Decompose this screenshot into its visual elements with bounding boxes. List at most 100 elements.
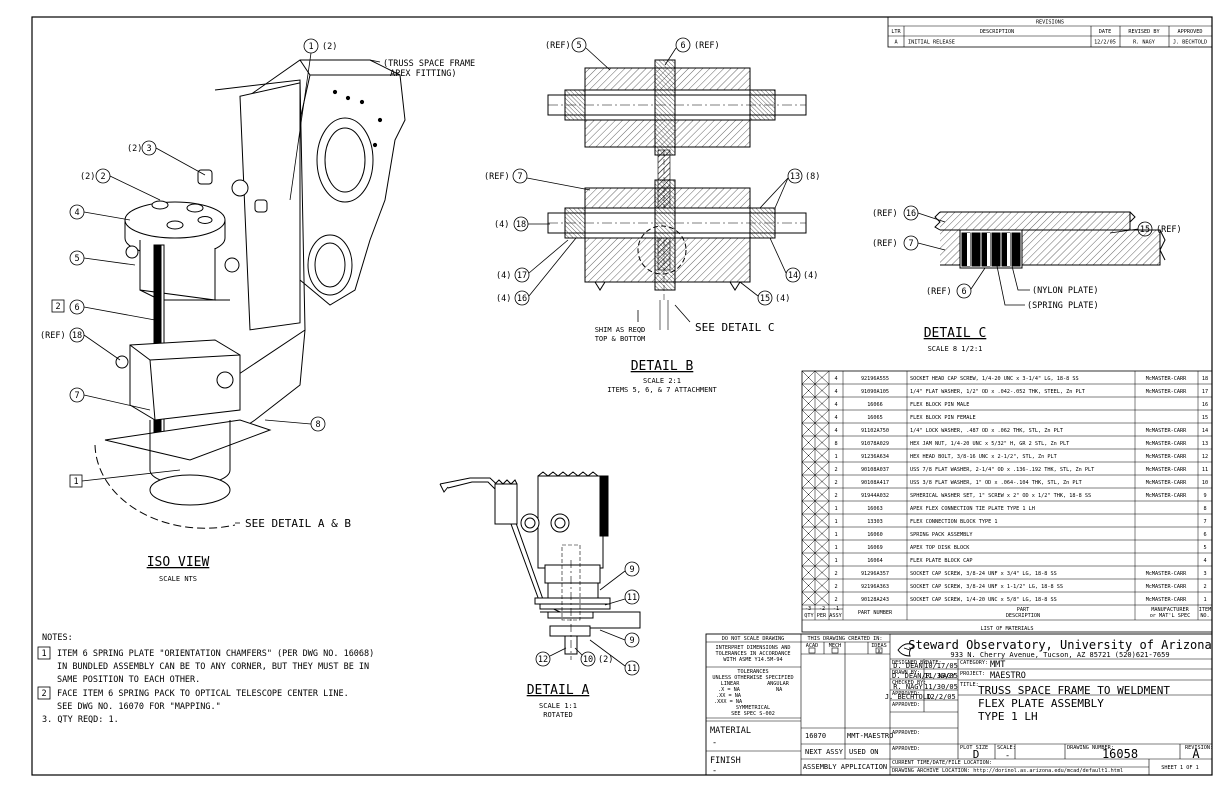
detail-a-callout-11a: 11 <box>627 593 637 603</box>
bom-header-part: PART NUMBER <box>858 610 893 616</box>
bom-row-3-desc: FLEX BLOCK PIN MALE <box>910 402 969 408</box>
detail-a-callout-9a: 9 <box>629 565 634 575</box>
bom-row-7-item: 12 <box>1202 454 1208 460</box>
note-1-line-2: IN BUNDLED ASSEMBLY CAN BE TO ANY CORNER… <box>57 662 369 672</box>
detail-c-title: DETAIL C <box>924 326 987 341</box>
tb-tol-x: .X = NA <box>718 687 741 693</box>
bom-row-17-desc: SOCKET CAP SCREW, 3/8-24 UNF x 1-1/2" LG… <box>910 584 1063 590</box>
bom-row-1-item: 18 <box>1202 376 1208 382</box>
bom-row-9-mfr: McMASTER-CARR <box>1146 480 1187 486</box>
detail-b-callouts: 5 (REF) 6 (REF) 7 (REF) 18 (4) 17 (4) 16… <box>484 37 820 394</box>
detail-c-ref-15: (REF) <box>1156 225 1182 235</box>
iso-callout-3-qty: (2) <box>127 144 142 154</box>
tb-designed-by-label: DESIGNED BY: <box>892 660 929 666</box>
detail-b-title: DETAIL B <box>631 359 694 374</box>
detail-b-qty-17: (4) <box>496 271 511 281</box>
bom-row-2-qty: 4 <box>834 389 837 395</box>
tb-tol-xxx: .XXX = NA <box>714 699 743 705</box>
iso-callout-5: 5 <box>74 254 79 264</box>
bom-row-13-item: 6 <box>1203 532 1206 538</box>
rev-revised-by: R. NAGY <box>1133 40 1156 46</box>
detail-b-callout-17: 17 <box>517 271 527 281</box>
bom-header-mfr-2: or MAT'L SPEC <box>1150 613 1191 619</box>
tb-org-line-1: Steward Observatory, University of Arizo… <box>908 638 1211 652</box>
tb-revision-label: REVISION: <box>1185 745 1213 751</box>
tb-finish-label: FINISH <box>710 756 741 766</box>
bom-row-8-desc: USS 7/8 FLAT WASHER, 2-1/4" OD x .136-.1… <box>910 467 1094 473</box>
rev-description: INITIAL RELEASE <box>908 40 955 46</box>
tb-drawn-by: D. DEAN/R. NAGY <box>892 672 956 680</box>
bom-row-2-item: 17 <box>1202 389 1208 395</box>
bom-row-11-qty: 1 <box>834 506 837 512</box>
iso-callouts: 1 (2) 3 (2) 2 (2) 4 5 6 2 18 (REF) 7 8 1… <box>40 38 475 583</box>
iso-view-title: ISO VIEW <box>147 555 210 570</box>
detail-c-nylon: (NYLON PLATE) <box>1032 286 1099 296</box>
rev-header-date: DATE <box>1099 29 1112 35</box>
detail-b-qty-18: (4) <box>494 220 509 230</box>
tb-interpret-3: WITH ASME Y14.5M-94 <box>723 657 782 663</box>
iso-view <box>94 59 406 529</box>
rev-approved-by: J. BECHTOLD <box>1173 40 1207 46</box>
tb-ideas: IDEAS <box>871 643 887 649</box>
bom-row-4-part: 16065 <box>867 415 883 421</box>
tb-category: MMT <box>990 660 1005 670</box>
bom-row-12-item: 7 <box>1203 519 1206 525</box>
tb-interpret-1: INTERPRET DIMENSIONS AND <box>716 645 791 651</box>
detail-b-qty-15: (4) <box>775 294 790 304</box>
tb-ideas-mark: X <box>877 649 881 655</box>
tb-project: MAESTRO <box>990 671 1026 681</box>
bom-row-8-mfr: McMASTER-CARR <box>1146 467 1187 473</box>
bom-row-18-mfr: McMASTER-CARR <box>1146 597 1187 603</box>
bom-row-18-part: 90128A243 <box>861 597 889 603</box>
detail-b-qty-16: (4) <box>496 294 511 304</box>
bom-title: LIST OF MATERIALS <box>980 626 1033 632</box>
tb-material-label: MATERIAL <box>710 726 751 736</box>
detail-a-callout-10: 10 <box>583 655 593 665</box>
detail-a-callout-9b: 9 <box>629 636 634 646</box>
note-2-line-1: FACE ITEM 6 SPRING PACK TO OPTICAL TELES… <box>57 689 349 699</box>
iso-callout-18-ref: (REF) <box>40 331 66 341</box>
iso-callout-2: 2 <box>100 172 105 182</box>
bom-row-13-qty: 1 <box>834 532 837 538</box>
tb-plot-size: D <box>973 748 980 761</box>
iso-callout-7: 7 <box>74 391 79 401</box>
bom-row-5-mfr: McMASTER-CARR <box>1146 428 1187 434</box>
detail-b-callout-16: 16 <box>517 294 527 304</box>
notes: NOTES: 1 ITEM 6 SPRING PLATE "ORIENTATIO… <box>37 633 374 725</box>
detail-b-callout-18: 18 <box>516 220 526 230</box>
revisions-table: REVISIONS LTR DESCRIPTION DATE REVISED B… <box>887 16 1213 48</box>
tb-material-value: - <box>712 738 717 748</box>
tb-assy-num: 16070 <box>805 732 826 740</box>
bom-dash-3: -3 <box>805 606 811 612</box>
bom-row-6-qty: 8 <box>834 441 837 447</box>
iso-truss-note-2: APEX FITTING) <box>390 69 457 79</box>
bom-row-16-item: 3 <box>1203 571 1206 577</box>
tb-next-assy: NEXT ASSY <box>805 748 844 756</box>
tb-assembly-app: ASSEMBLY APPLICATION <box>803 763 887 771</box>
rev-header-ltr: LTR <box>891 29 901 35</box>
bom-row-5-item: 14 <box>1202 428 1208 434</box>
detail-b-qty-13: (8) <box>805 172 820 182</box>
bom-row-15-part: 16064 <box>867 558 883 564</box>
detail-b-ref-5: (REF) <box>545 41 571 51</box>
note-2-num: 2 <box>41 689 46 699</box>
bom-row-17-qty: 2 <box>834 584 837 590</box>
title-block <box>705 633 1213 776</box>
bom-header-item-1: ITEM <box>1199 607 1212 613</box>
bom-row-1-part: 92196A555 <box>861 376 889 382</box>
bom-row-7-qty: 1 <box>834 454 837 460</box>
notes-title: NOTES: <box>42 633 73 643</box>
tb-approved-label-2: APPROVED: <box>892 702 920 708</box>
bom-row-17-item: 2 <box>1203 584 1206 590</box>
detail-a-rotated: ROTATED <box>543 711 573 719</box>
tb-linear: LINEAR <box>721 681 741 687</box>
tb-approved-label-3: APPROVED: <box>892 730 920 736</box>
tb-designed-by: D. DEAN <box>893 662 923 670</box>
bom-row-18-desc: SOCKET CAP SCREW, 1/4-20 UNC x 5/8" LG, … <box>910 597 1057 603</box>
bom-row-10-mfr: McMASTER-CARR <box>1146 493 1187 499</box>
rev-header-revised: REVISED BY <box>1128 29 1160 35</box>
tb-sheet: SHEET 1 OF 1 <box>1161 765 1198 771</box>
iso-note-box-2: 2 <box>55 302 60 312</box>
tb-acad: ACAD <box>806 643 819 649</box>
tb-approved-label-4: APPROVED: <box>892 746 920 752</box>
